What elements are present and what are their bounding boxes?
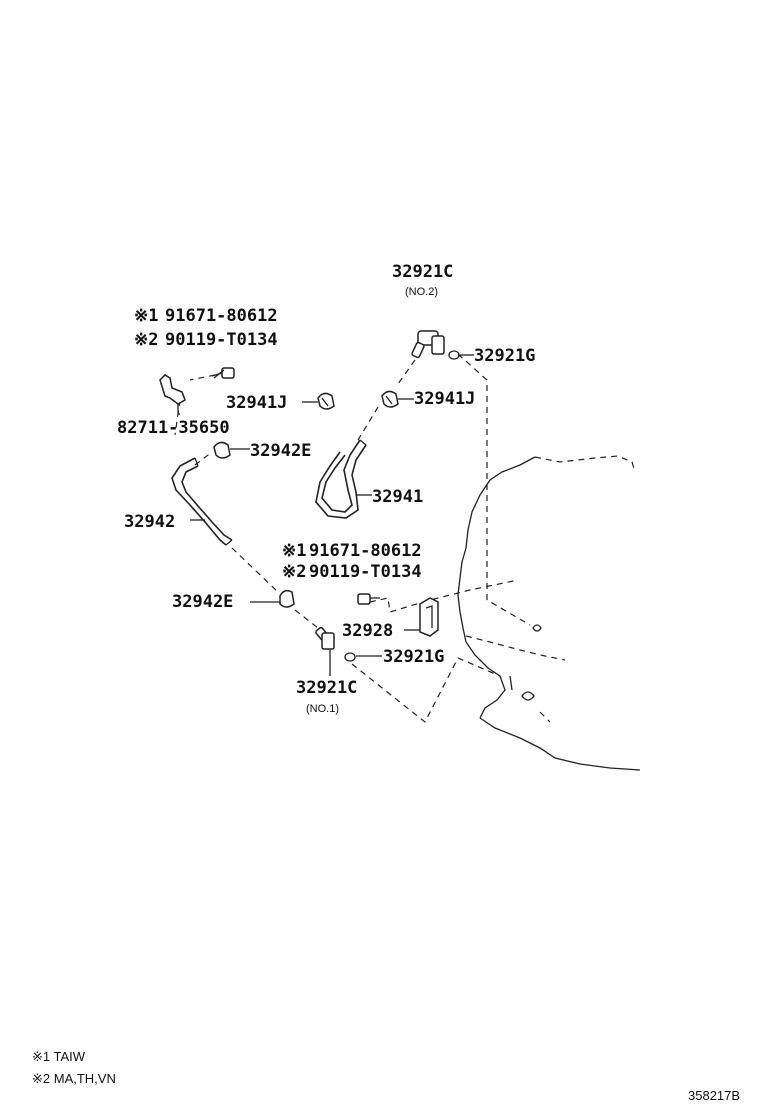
label-32942e-bottom: 32942E — [172, 592, 233, 612]
clamp-32942e-bottom — [279, 589, 295, 608]
clamp-32941j-left — [317, 392, 335, 410]
label-82711-35650: 82711-35650 — [117, 418, 230, 438]
label-32921c-bottom: 32921C — [296, 678, 357, 698]
label-no2: (NO.2) — [405, 286, 438, 298]
bolt-mid — [357, 593, 380, 605]
label-leaders — [178, 354, 474, 676]
variant-top-pn1: 91671-80612 — [165, 306, 278, 326]
bolt-top — [211, 367, 235, 379]
label-32921g-bottom: 32921G — [383, 647, 444, 667]
bracket-82711-35650 — [159, 374, 186, 414]
label-32942: 32942 — [124, 512, 175, 532]
hose-32941 — [315, 439, 367, 519]
label-32921c-top: 32921C — [392, 262, 453, 282]
transmission-housing-outline — [457, 455, 641, 771]
variant-mid-mark1: ※1 — [282, 541, 306, 561]
variant-mid-pn2: 90119-T0134 — [309, 562, 422, 582]
footnote-2: ※2 MA,TH,VN — [32, 1071, 116, 1086]
hose-32942 — [171, 457, 233, 546]
variant-top-pn2: 90119-T0134 — [165, 330, 278, 350]
label-32942e-top: 32942E — [250, 441, 311, 461]
variant-top-mark2: ※2 — [134, 330, 158, 350]
bracket-32928 — [419, 597, 439, 637]
clamp-32942e-top — [213, 441, 231, 459]
label-32921g-top: 32921G — [474, 346, 535, 366]
connector-32921c-no2 — [411, 330, 445, 359]
variant-top-mark1: ※1 — [134, 306, 158, 326]
label-32941j-right: 32941J — [414, 389, 475, 409]
variant-mid-pn1: 91671-80612 — [309, 541, 422, 561]
clamp-32941j-right — [381, 390, 399, 408]
label-32941: 32941 — [372, 487, 423, 507]
connector-32921c-no1 — [315, 626, 335, 650]
label-32928: 32928 — [342, 621, 393, 641]
label-no1: (NO.1) — [306, 703, 339, 715]
assembly-leader-lines — [174, 353, 531, 723]
figure-id: 358217B — [688, 1088, 740, 1103]
oring-32921g-top — [448, 350, 460, 360]
label-32941j-left: 32941J — [226, 393, 287, 413]
oring-32921g-bottom — [344, 652, 356, 662]
footnote-1: ※1 TAIW — [32, 1049, 86, 1064]
variant-mid-mark2: ※2 — [282, 562, 306, 582]
